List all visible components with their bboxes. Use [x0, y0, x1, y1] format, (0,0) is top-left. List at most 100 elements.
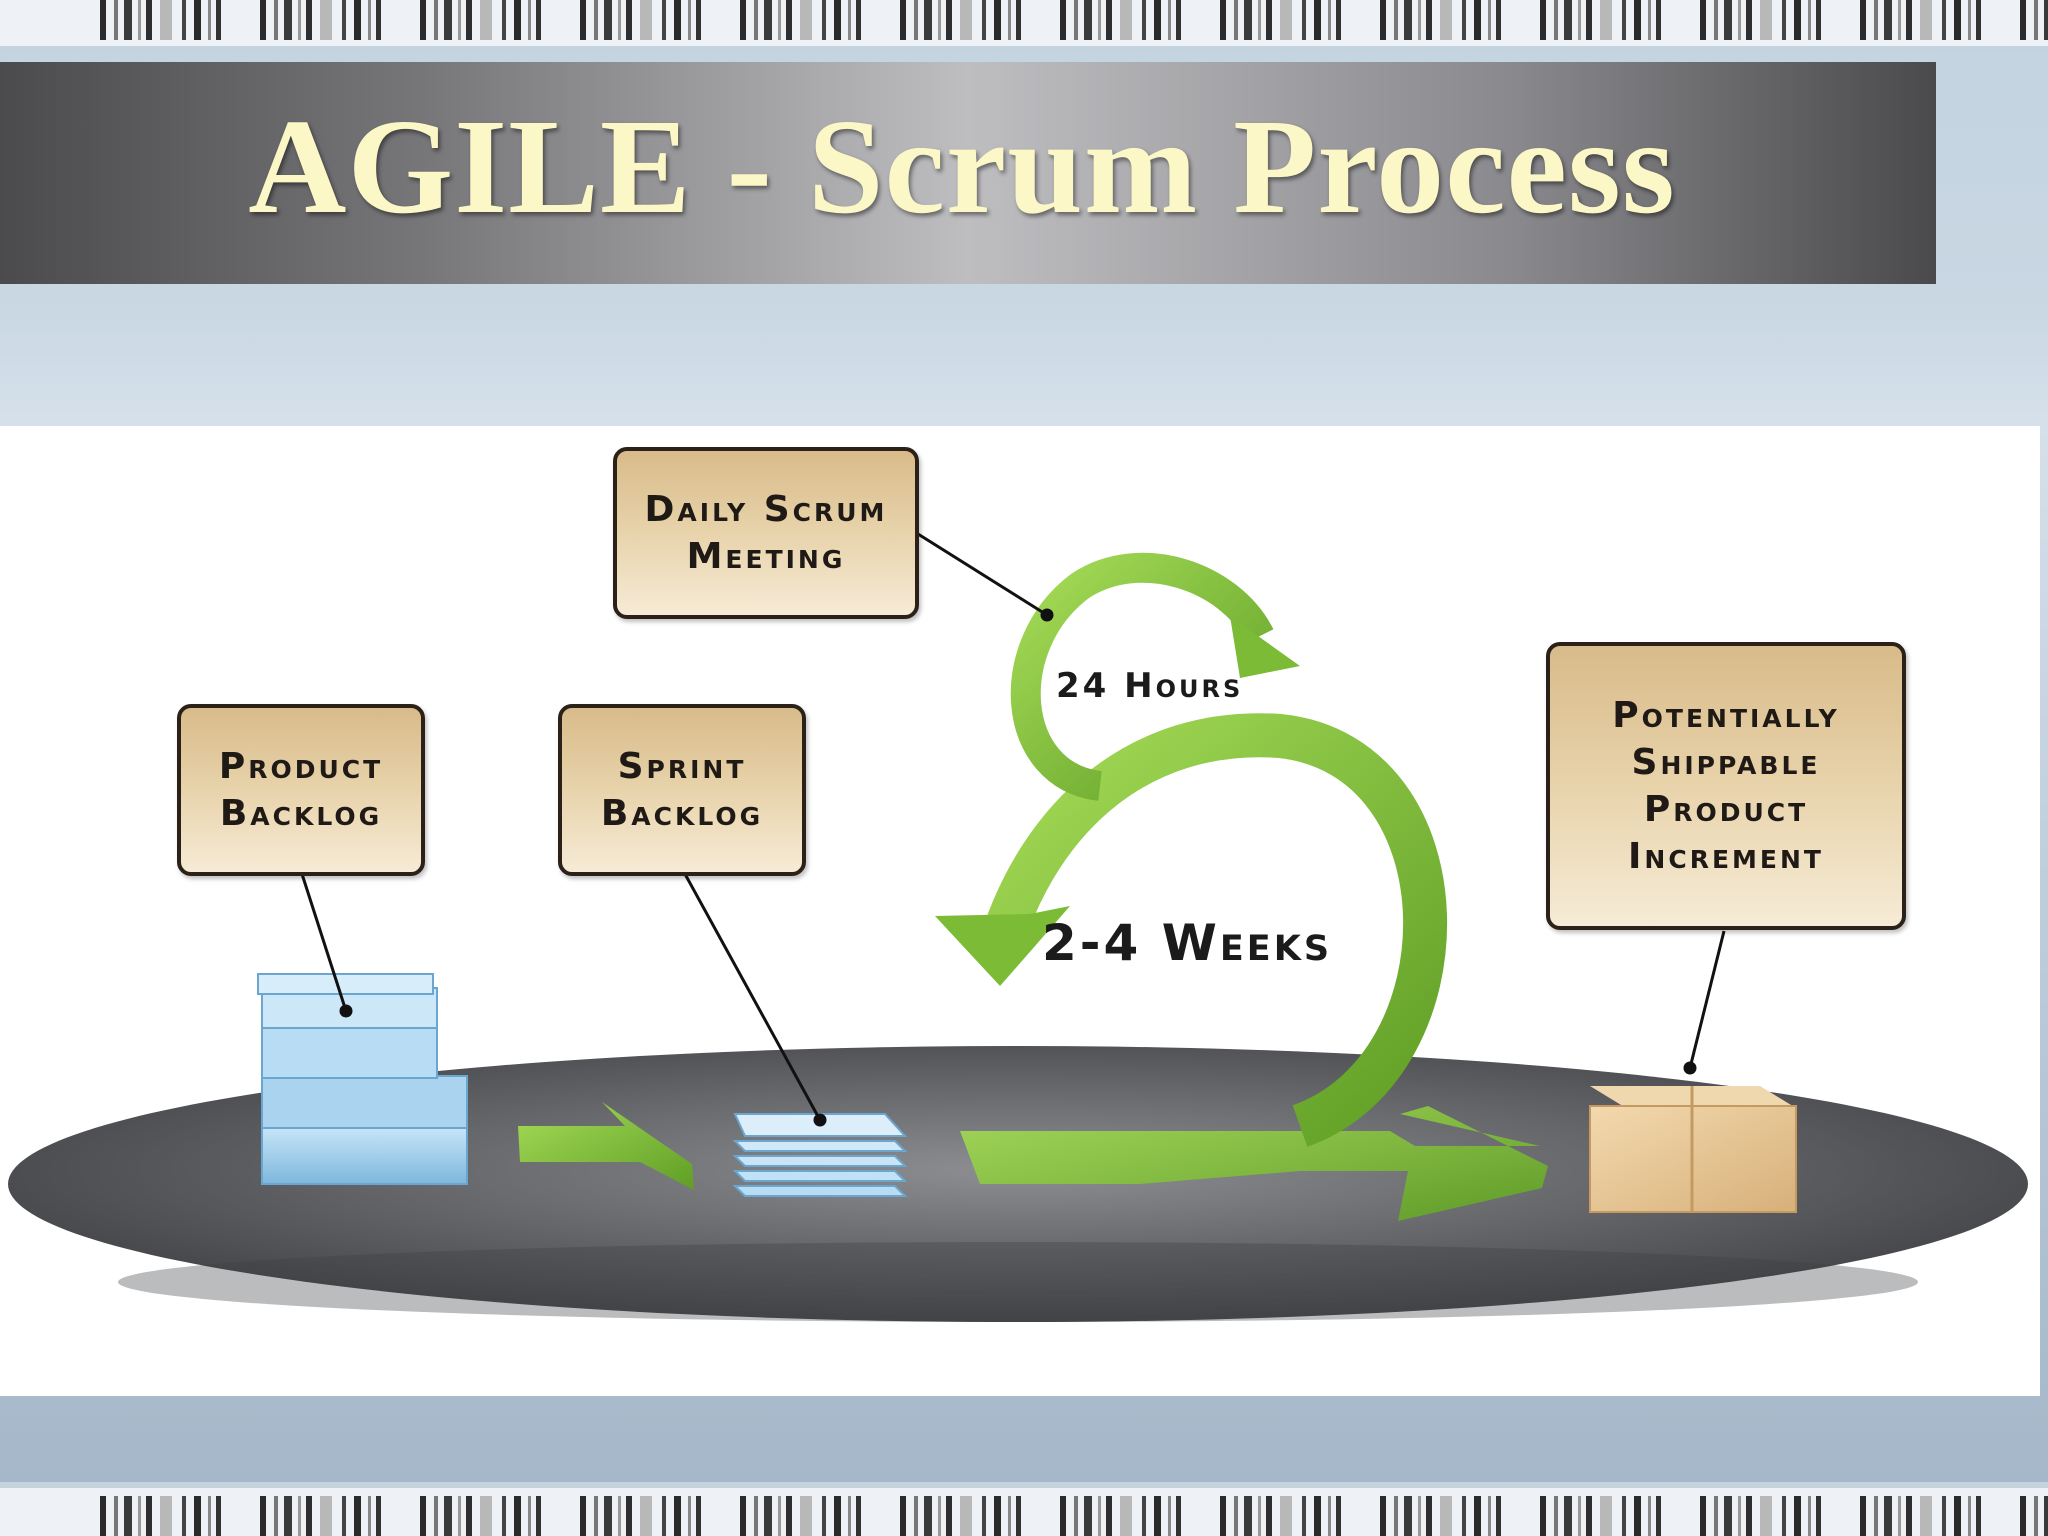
film-stripe-bar [1328, 0, 1331, 40]
film-stripe-bar [640, 0, 652, 40]
film-stripe-bar [800, 1496, 812, 1536]
film-stripe-bar [1426, 1496, 1432, 1536]
film-stripe-bar [216, 1496, 221, 1536]
film-stripe-bar [1142, 0, 1146, 40]
film-stripe-bar [2034, 0, 2038, 40]
film-stripe-bar [260, 0, 266, 40]
film-stripe-bar [298, 0, 301, 40]
film-stripe-bar [604, 0, 612, 40]
film-stripe-bar [856, 1496, 861, 1536]
film-stripe-bar [1794, 0, 1801, 40]
film-stripe-bar [1920, 0, 1932, 40]
film-stripe-bar [1622, 0, 1626, 40]
film-stripe-bar [1142, 1496, 1146, 1536]
film-stripe-bar [502, 0, 506, 40]
film-stripe-bar [1258, 1496, 1261, 1536]
film-stripe-bar [480, 1496, 492, 1536]
film-stripe-bar [1540, 1496, 1546, 1536]
film-stripe-bar [1578, 1496, 1581, 1536]
film-stripe-bar [1008, 1496, 1011, 1536]
film-stripe-bar [466, 0, 472, 40]
film-stripe-bar [800, 0, 812, 40]
film-stripe-bar [1154, 0, 1161, 40]
film-stripe-bar [434, 1496, 438, 1536]
film-stripe-bar [458, 0, 461, 40]
film-stripe-bar [146, 1496, 152, 1536]
film-stripe-bar [1060, 0, 1066, 40]
film-stripe-bar [208, 1496, 211, 1536]
film-stripe-bar [640, 1496, 652, 1536]
shipping-box-icon [1589, 1086, 1797, 1213]
film-stripe-bar [662, 1496, 666, 1536]
film-stripe-bar [1746, 1496, 1752, 1536]
film-stripe-bar [594, 1496, 598, 1536]
film-stripe-bar [1874, 0, 1878, 40]
film-stripe-bar [618, 0, 621, 40]
film-stripe-bar [740, 1496, 746, 1536]
film-stripe-bar [822, 0, 826, 40]
film-stripe-bar [342, 0, 346, 40]
film-stripe-bar [994, 1496, 1001, 1536]
film-stripe-bar [1462, 0, 1466, 40]
film-stripe-bar [434, 0, 438, 40]
film-stripe-bar [1280, 0, 1292, 40]
film-stripe-bar [1098, 0, 1101, 40]
film-stripe-bar [1808, 0, 1811, 40]
film-stripe-bar [1954, 0, 1961, 40]
film-stripe-bar [1120, 0, 1132, 40]
film-stripe-bar [260, 1496, 266, 1536]
film-stripe-bar [354, 0, 361, 40]
film-stripe-bar [1168, 1496, 1171, 1536]
film-stripe-bar [194, 0, 201, 40]
film-stripe-bar [2044, 1496, 2048, 1536]
flow-arrow-icon [518, 1102, 694, 1190]
film-stripe-bar [1394, 0, 1398, 40]
film-stripe-bar [216, 0, 221, 40]
film-stripe-bar [960, 0, 972, 40]
film-stripe-bar [444, 0, 452, 40]
film-stripe-bar [138, 0, 141, 40]
film-stripe-bar [1634, 1496, 1641, 1536]
film-stripe-bar [1302, 0, 1306, 40]
film-stripe-bar [1884, 1496, 1892, 1536]
film-stripe-bar [1244, 0, 1252, 40]
film-stripe-bar [100, 1496, 106, 1536]
film-stripe-bar [740, 0, 746, 40]
film-stripe-bar [1328, 1496, 1331, 1536]
film-stripe-bar [2044, 0, 2048, 40]
film-stripe-bar [1084, 1496, 1092, 1536]
film-stripe-bar [1106, 0, 1112, 40]
product-backlog-text: Product Backlog [218, 746, 384, 834]
product-backlog-stack [257, 973, 468, 1185]
film-stripe-bar [1760, 1496, 1772, 1536]
product-backlog-label: Product Backlog [177, 704, 425, 876]
film-stripe-bar [1794, 1496, 1801, 1536]
film-stripe-bar [1074, 1496, 1078, 1536]
film-stripe-bar [1266, 0, 1272, 40]
film-stripe-bar [1954, 1496, 1961, 1536]
title-banner: AGILE - Scrum Process [0, 62, 1936, 284]
film-stripe-bar [1244, 1496, 1252, 1536]
sprint-cycle-label: 2-4 Weeks [1042, 914, 1333, 972]
film-stripe-bar [946, 1496, 952, 1536]
film-stripe-bar [1336, 0, 1341, 40]
film-stripe-bar [2034, 1496, 2038, 1536]
film-stripe-bar [1016, 0, 1021, 40]
sprint-cycle-arrow-icon [935, 552, 1548, 1221]
film-stripe-bar [100, 0, 106, 40]
increment-label: Potentially Shippable Product Increment [1546, 642, 1906, 930]
film-stripe-bar [368, 0, 371, 40]
film-stripe-bar [1760, 0, 1772, 40]
film-stripe-bar [124, 1496, 132, 1536]
film-stripe-bar [924, 1496, 932, 1536]
film-stripe-bar [368, 1496, 371, 1536]
film-stripe-bar [1496, 1496, 1501, 1536]
film-stripe-bar [1700, 1496, 1706, 1536]
slide-title: AGILE - Scrum Process [248, 92, 1676, 242]
film-stripe-bar [1898, 0, 1901, 40]
film-stripe-bar [1724, 0, 1732, 40]
film-stripe-bar [1782, 1496, 1786, 1536]
film-stripe-bar [960, 1496, 972, 1536]
film-stripe-bar [444, 1496, 452, 1536]
film-stripe-bar [688, 1496, 691, 1536]
